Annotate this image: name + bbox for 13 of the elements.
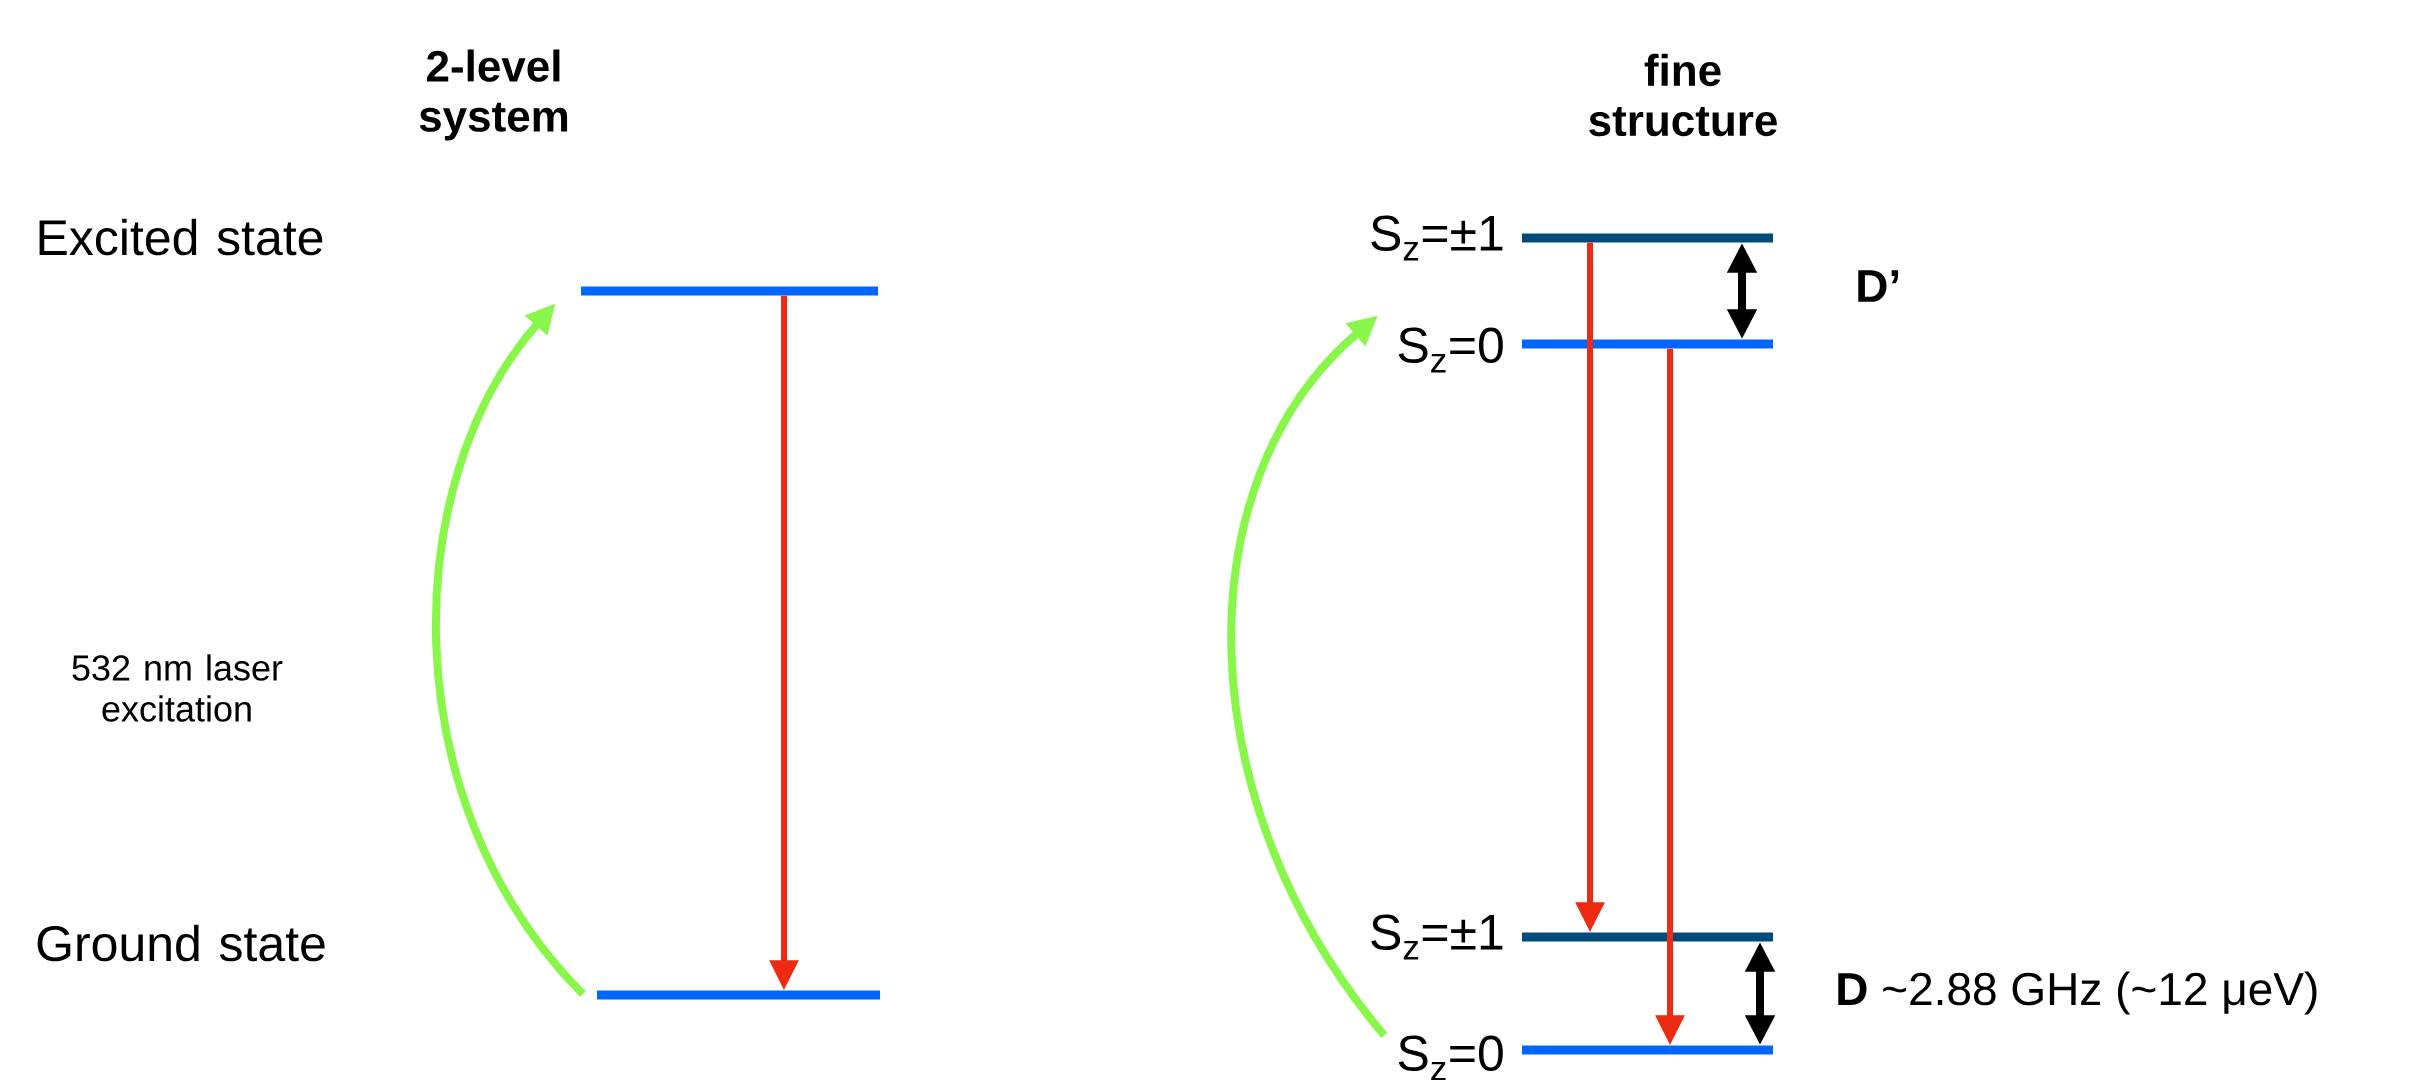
edge-label: D’ <box>1858 270 1899 302</box>
note-text: 532 nm laser excitation <box>72 654 283 722</box>
level-label: S$_{z}$=0 <box>1398 327 1503 373</box>
level-label: S$_{z}$=±1 <box>1371 914 1503 960</box>
edge-label: D ~2.88 GHz (~12 μeV) <box>1838 971 2317 1015</box>
state-label: Excited state <box>39 218 323 256</box>
energy-level <box>581 286 878 296</box>
column-heading: 2-level system <box>419 49 568 141</box>
column-heading: fine structure <box>1589 53 1777 137</box>
level-label: S$_{z}$=±1 <box>1371 215 1503 261</box>
level-label: S$_{z}$=0 <box>1398 1035 1503 1080</box>
energy-level <box>597 990 880 1000</box>
state-label: Ground state <box>37 924 325 962</box>
